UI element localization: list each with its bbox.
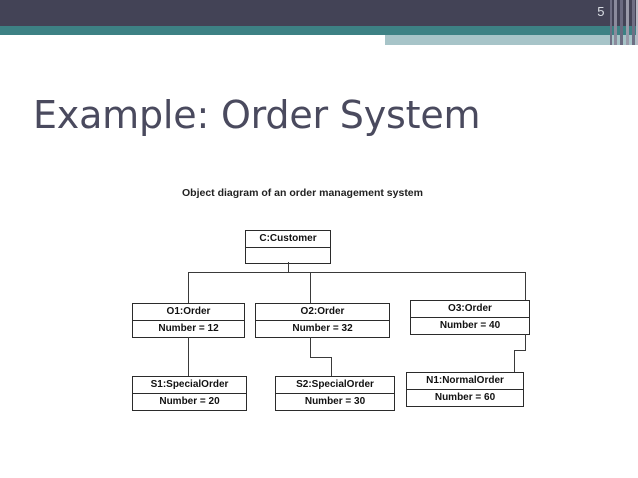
- object-diagram: Object diagram of an order management sy…: [110, 180, 530, 411]
- node-order3-name: O3:Order: [411, 301, 529, 318]
- node-order2-name: O2:Order: [256, 304, 389, 321]
- header-navy-band: [0, 0, 638, 26]
- node-order1-name: O1:Order: [133, 304, 244, 321]
- stripe-2: [614, 0, 617, 45]
- stripe-1: [610, 0, 612, 45]
- node-order3: O3:Order Number = 40: [410, 300, 530, 335]
- node-special2-name: S2:SpecialOrder: [276, 377, 394, 394]
- node-order2-attribute: Number = 32: [292, 323, 353, 334]
- connector-drop-order1: [188, 272, 189, 303]
- stripe-5: [632, 0, 635, 45]
- node-special2-attribute: Number = 30: [304, 396, 366, 407]
- stripe-6: [636, 0, 638, 45]
- node-special1-name: S1:SpecialOrder: [133, 377, 246, 394]
- connector-order2-special2-seg3: [331, 357, 332, 376]
- slide-number: 5: [597, 4, 605, 19]
- header-pale-teal-band: [385, 35, 638, 45]
- connector-order3-normal1-seg3: [514, 350, 515, 373]
- node-customer-name: C:Customer: [246, 231, 330, 248]
- connector-order3-normal1-seg1: [525, 334, 526, 351]
- connector-customer-stem: [288, 262, 289, 273]
- stripe-3: [620, 0, 623, 45]
- node-normal1: N1:NormalOrder Number = 60: [406, 372, 524, 407]
- node-special2: S2:SpecialOrder Number = 30: [275, 376, 395, 411]
- header-stripes-decoration: [606, 0, 638, 45]
- node-order1-attribute: Number = 12: [158, 323, 219, 334]
- node-normal1-name: N1:NormalOrder: [407, 373, 523, 390]
- connector-drop-order3: [525, 272, 526, 303]
- header-teal-band: [0, 26, 638, 35]
- diagram-caption: Object diagram of an order management sy…: [182, 187, 423, 199]
- node-order1: O1:Order Number = 12: [132, 303, 245, 338]
- connector-order2-special2-seg2: [310, 357, 332, 358]
- connector-bus-horizontal: [188, 272, 526, 273]
- node-order3-attribute: Number = 40: [439, 320, 501, 331]
- node-normal1-attribute: Number = 60: [434, 392, 496, 403]
- node-order2: O2:Order Number = 32: [255, 303, 390, 338]
- connector-order1-special1: [188, 337, 189, 376]
- connector-drop-order2: [310, 272, 311, 303]
- connector-order2-special2-seg1: [310, 337, 311, 358]
- node-special1: S1:SpecialOrder Number = 20: [132, 376, 247, 411]
- connector-order3-normal1-seg2: [514, 350, 526, 351]
- node-customer: C:Customer: [245, 230, 331, 264]
- stripe-4: [626, 0, 629, 45]
- node-special1-attribute: Number = 20: [159, 396, 220, 407]
- page-title: Example: Order System: [33, 93, 481, 137]
- node-customer-attributes: [246, 248, 330, 263]
